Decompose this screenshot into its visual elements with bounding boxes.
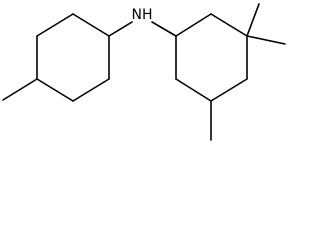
c-n-bond-left bbox=[108, 21, 133, 37]
chemical-structure-diagram: NH bbox=[2, 3, 286, 141]
gem-methyl-bond-upper bbox=[246, 3, 260, 37]
ring-bond bbox=[72, 13, 110, 37]
ring-bond bbox=[36, 78, 74, 102]
methylcyclohexyl-ring bbox=[36, 13, 110, 102]
gem-methyl-bond-right bbox=[246, 35, 286, 45]
ring-bond bbox=[210, 13, 248, 37]
trimethylcyclohexyl-ring bbox=[175, 13, 248, 102]
ring-bond bbox=[36, 13, 74, 37]
methyl-bond-4 bbox=[2, 78, 38, 101]
ring-bond bbox=[72, 78, 110, 102]
nitrogen-label: NH bbox=[132, 7, 153, 23]
ring-bond bbox=[210, 78, 248, 102]
c-n-bond-right bbox=[151, 21, 177, 37]
ring-bond bbox=[175, 78, 212, 102]
ring-bond bbox=[175, 13, 212, 37]
